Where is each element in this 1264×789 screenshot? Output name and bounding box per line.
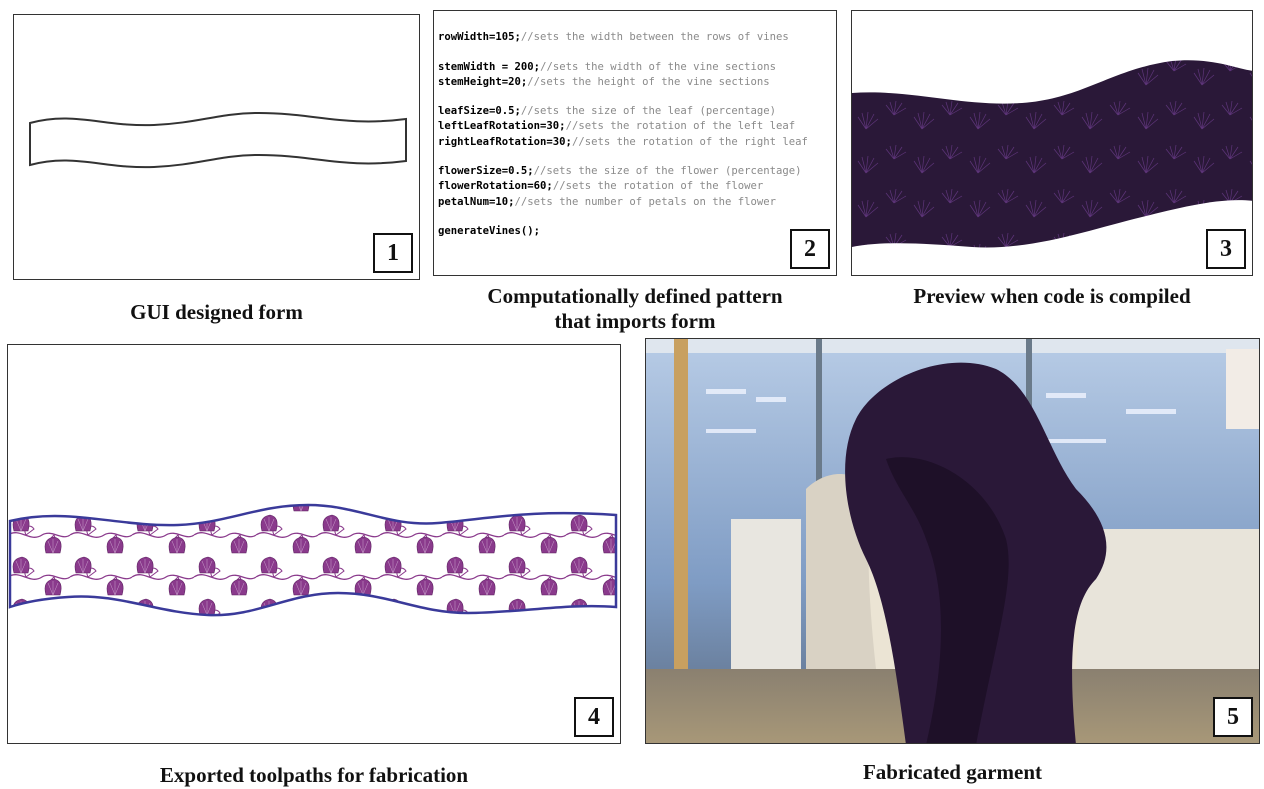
panel-number-4: 4	[574, 697, 614, 737]
panel-toolpaths: 4	[7, 344, 621, 744]
panel-garment-photo: 5	[645, 338, 1260, 744]
panel-gui-form: 1	[13, 14, 420, 280]
code-line: rowWidth=105;//sets the width between th…	[438, 30, 836, 45]
caption-code-line2: that imports form	[433, 309, 837, 334]
caption-code-line1: Computationally defined pattern	[433, 284, 837, 309]
code-line: rightLeafRotation=30;//sets the rotation…	[438, 135, 836, 150]
code-line: generateVines();	[438, 224, 836, 239]
caption-garment: Fabricated garment	[645, 760, 1260, 785]
code-line: flowerSize=0.5;//sets the size of the fl…	[438, 164, 836, 179]
panel-preview: 3	[851, 10, 1253, 276]
code-line: stemHeight=20;//sets the height of the v…	[438, 75, 836, 90]
wavy-form-outline	[14, 15, 420, 280]
panel-code: rowWidth=105;//sets the width between th…	[433, 10, 837, 276]
caption-toolpaths: Exported toolpaths for fabrication	[7, 763, 621, 788]
code-listing: rowWidth=105;//sets the width between th…	[438, 15, 836, 270]
code-line: stemWidth = 200;//sets the width of the …	[438, 60, 836, 75]
code-line: flowerRotation=60;//sets the rotation of…	[438, 179, 836, 194]
preview-pattern	[852, 11, 1253, 276]
panel-number-1: 1	[373, 233, 413, 273]
panel-number-2: 2	[790, 229, 830, 269]
caption-preview: Preview when code is compiled	[851, 284, 1253, 309]
code-line: petalNum=10;//sets the number of petals …	[438, 195, 836, 210]
panel-number-5: 5	[1213, 697, 1253, 737]
toolpath-pattern	[8, 345, 621, 744]
panel-number-3: 3	[1206, 229, 1246, 269]
caption-gui-form: GUI designed form	[13, 300, 420, 325]
garment-photo	[646, 339, 1260, 744]
code-line: leftLeafRotation=30;//sets the rotation …	[438, 119, 836, 134]
code-line: leafSize=0.5;//sets the size of the leaf…	[438, 104, 836, 119]
